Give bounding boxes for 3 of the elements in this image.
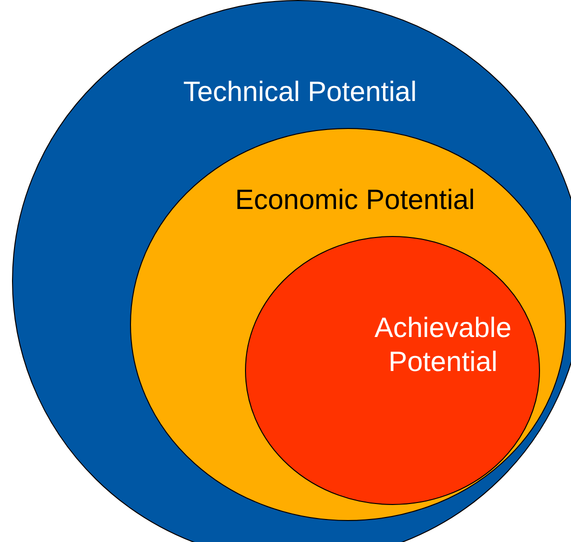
region-label: Achievable Potential: [374, 311, 512, 379]
region-label: Technical Potential: [182, 75, 418, 109]
region-label: Economic Potential: [234, 183, 476, 217]
